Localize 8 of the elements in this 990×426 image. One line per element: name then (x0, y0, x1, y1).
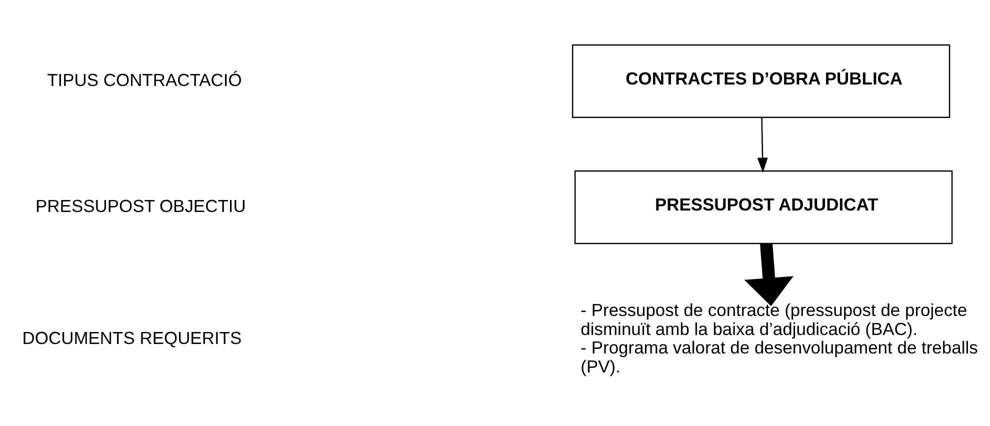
label: PRESSUPOST OBJECTIU (35, 195, 246, 216)
label: TIPUS CONTRACTACIÓ (46, 69, 242, 90)
node-text: - Pressupost de contracte (pressupost de projecte disminuït amb la baixa d’adjudicació (BAC). - Programa valorat de desenvolupament de treballs (PV). (580, 300, 978, 376)
node-box: CONTRACTES D’OBRA PÚBLICA (571, 44, 950, 118)
label: DOCUMENTS REQUERITS (22, 328, 242, 348)
arrow (756, 117, 768, 172)
node-box: PRESSUPOST ADJUDICAT (574, 170, 952, 244)
arrow (744, 242, 793, 306)
